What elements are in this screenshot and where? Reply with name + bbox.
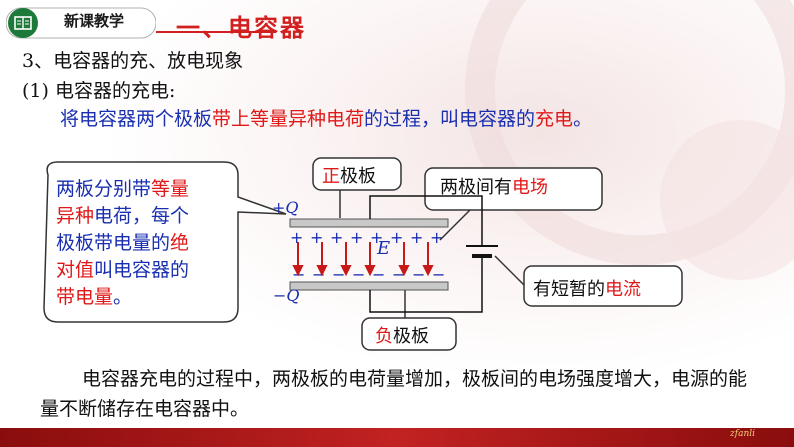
def-part-e: 。 — [573, 108, 593, 130]
callout-line-2: 异种电荷，每个 — [56, 205, 190, 227]
def-part-a: 将电容器两个极板 — [60, 108, 213, 130]
badge-label: 新课教学 — [64, 12, 125, 30]
current-label: 有短暂的电流 — [533, 279, 641, 300]
heading-3: 3、电容器的充、放电现象 — [22, 50, 244, 72]
svg-text:+: + — [290, 228, 303, 247]
neg-plate-box — [361, 317, 457, 351]
e-field-label: E — [377, 238, 391, 259]
plus-charges: + + + + + + + + — [290, 228, 443, 247]
def-part-b: 带上等量异种电荷 — [212, 108, 365, 130]
svg-text:+: + — [310, 228, 323, 247]
field-label: 两极间有电场 — [440, 177, 548, 198]
pos-plate-box — [312, 157, 402, 191]
section-badge — [6, 7, 156, 39]
positive-plate — [289, 218, 449, 228]
summary-paragraph: 电容器充电的过程中，两极板的电荷量增加，极板间的电场强度增大，电源的能量不断储存… — [40, 368, 748, 420]
definition-paragraph: 将电容器两个极板带上等量异种电荷的过程，叫电容器的充电。 — [60, 104, 592, 131]
heading-4: (1) 电容器的充电: — [22, 80, 176, 102]
svg-text:+: + — [390, 228, 403, 247]
field-arrows — [292, 242, 434, 277]
negative-plate — [289, 281, 449, 291]
wire-bottom — [369, 258, 483, 313]
callout-line-3: 极板带电量的绝 — [56, 232, 190, 254]
callout-line-4: 对值叫电容器的 — [56, 259, 190, 281]
wire-top — [369, 195, 483, 246]
svg-text:+: + — [330, 228, 343, 247]
callout-left-box — [43, 161, 287, 323]
title-underline — [156, 31, 276, 33]
svg-text:+: + — [350, 228, 363, 247]
plus-q-label: +Q — [272, 198, 299, 217]
current-box — [523, 265, 683, 307]
svg-text:−: − — [432, 265, 445, 284]
book-icon — [14, 16, 32, 30]
def-part-c: 的过程，叫电容器的 — [364, 108, 536, 130]
positive-plate-label: 正极板 — [322, 166, 376, 187]
footer-watermark: zfanli — [730, 429, 755, 439]
def-part-d: 充电 — [535, 108, 574, 130]
field-box — [424, 167, 603, 211]
svg-text:+: + — [370, 228, 383, 247]
negative-plate-label: 负极板 — [375, 326, 429, 347]
svg-text:−: − — [332, 265, 345, 284]
minus-q-label: −Q — [273, 286, 300, 305]
callout-left-text: 两板分别带等量 异种电荷，每个 极板带电量的绝 对值叫电容器的 带电量。 — [56, 176, 226, 311]
svg-text:−: − — [412, 265, 425, 284]
section-title: 一、电容器 — [176, 13, 306, 42]
svg-text:−: − — [372, 265, 385, 284]
callout-line-5: 带电量。 — [56, 286, 133, 308]
svg-text:+: + — [410, 228, 423, 247]
callout-line-1: 两板分别带等量 — [56, 178, 190, 200]
svg-text:−: − — [352, 265, 365, 284]
svg-text:+: + — [430, 228, 443, 247]
